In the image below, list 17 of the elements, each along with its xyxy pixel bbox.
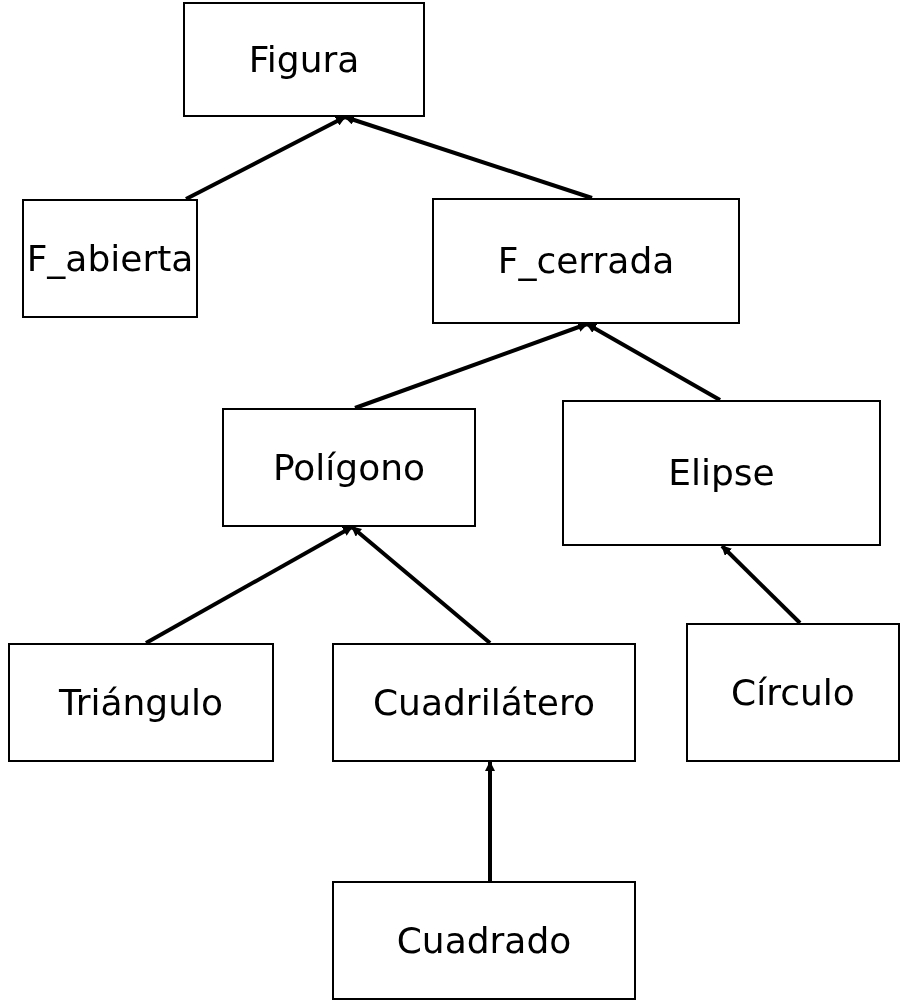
- arrow: [354, 322, 588, 410]
- class-box: Triángulo: [8, 643, 274, 762]
- arrow: [185, 115, 346, 201]
- class-box: Cuadrilátero: [332, 643, 636, 762]
- arrow: [720, 544, 802, 625]
- arrow: [485, 761, 495, 881]
- class-box: Figura: [183, 2, 425, 117]
- class-box: Cuadrado: [332, 881, 636, 1000]
- class-box: F_cerrada: [432, 198, 740, 324]
- arrow: [145, 525, 353, 645]
- class-box: Polígono: [222, 408, 476, 527]
- class-box: Círculo: [686, 623, 900, 762]
- class-box: F_abierta: [22, 199, 198, 318]
- arrow: [586, 322, 721, 402]
- arrow: [344, 115, 593, 200]
- arrow: [350, 525, 492, 645]
- class-box: Elipse: [562, 400, 881, 546]
